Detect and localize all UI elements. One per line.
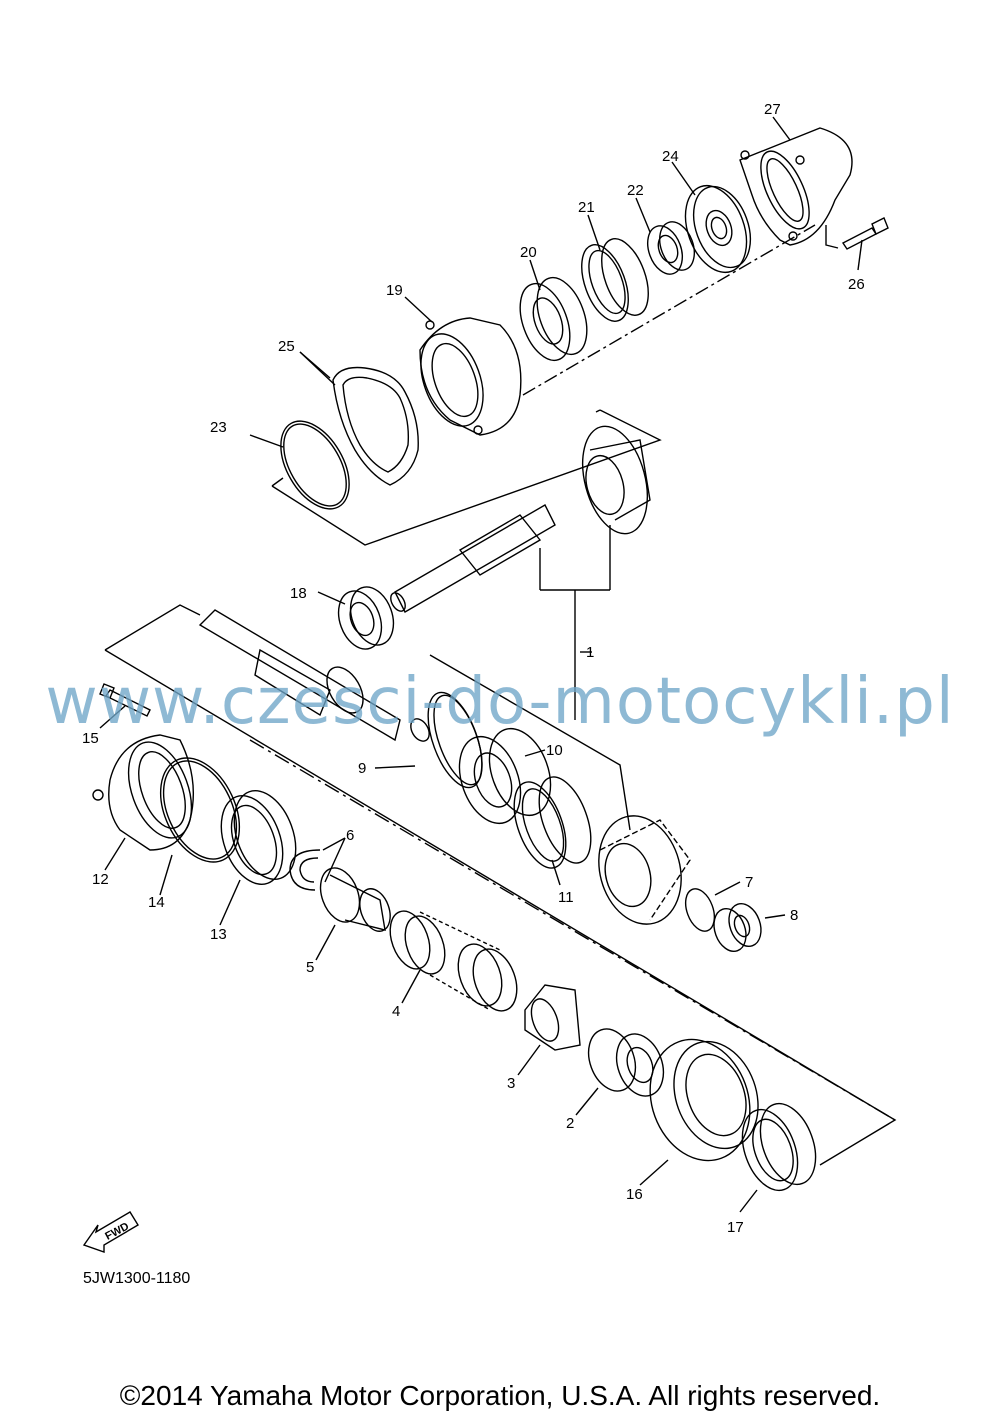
part-5-collar [319,867,391,932]
upper-group-outline [271,409,662,546]
callout-17: 17 [727,1219,744,1236]
part-8-nut [713,902,762,953]
part-22-nut [647,221,695,275]
part-15-bolt [99,683,151,717]
callout-1: 1 [586,644,594,661]
callout-16: 16 [626,1186,643,1203]
callout-22: 22 [627,182,644,199]
callout-8: 8 [790,907,798,924]
watermark-text: www.czesci-do-motocykli.pl [45,665,955,739]
callout-4: 4 [392,1003,400,1020]
callout-19: 19 [386,282,403,299]
callout-27: 27 [764,101,781,118]
callout-13: 13 [210,926,227,943]
diagram-code: 5JW1300-1180 [83,1270,191,1287]
part-2-gear-hub [587,1028,665,1097]
part-14-o-ring [159,757,241,863]
part-6-circlip [289,849,321,891]
callout-24: 24 [662,148,679,165]
callout-2: 2 [566,1115,574,1132]
part-24-seal [684,184,752,274]
part-7-washer [684,888,716,932]
part-12-housing [92,734,194,851]
callout-6: 6 [346,827,354,844]
copyright-notice: ©2014 Yamaha Motor Corporation, U.S.A. A… [119,1380,881,1411]
callout-14: 14 [148,894,165,911]
callout-20: 20 [520,244,537,261]
part-25-gasket [332,366,419,486]
callout-5: 5 [306,959,314,976]
callout-21: 21 [578,199,595,216]
callout-23: 23 [210,419,227,436]
part-13-seal [220,790,297,885]
part-17-seal [741,1102,817,1192]
callout-15: 15 [82,730,99,747]
part-23-o-ring [280,420,350,510]
lower-bevel-gear [598,815,691,925]
callout-3: 3 [507,1075,515,1092]
callout-labels: 1 2 3 4 5 6 7 8 9 10 11 12 13 14 15 16 1… [82,101,865,1236]
callout-25: 25 [278,338,295,355]
part-4-spring [389,910,518,1012]
callout-26: 26 [848,276,865,293]
part-27-housing [739,127,853,246]
callout-7: 7 [745,874,753,891]
callout-9: 9 [358,760,366,777]
part-26-bolt [841,217,889,250]
callout-18: 18 [290,585,307,602]
part-10-bearing [458,727,552,825]
part-19-housing [419,317,522,436]
part-18-bearing [337,586,395,650]
fwd-label: FWD [103,1220,131,1242]
part-16-ring-gear [649,1038,759,1162]
part-11-bearing-race [513,776,592,869]
part-9-o-ring [427,691,483,789]
part-20-bearing [519,276,588,362]
lower-shaft [198,609,430,742]
part-1-shaft-assembly [390,425,651,720]
callout-10: 10 [546,742,563,759]
fwd-arrow-icon: FWD [82,1211,139,1253]
callout-12: 12 [92,871,109,888]
callout-11: 11 [558,889,574,906]
part-3-dog-clutch [524,984,581,1051]
part-21-bearing-race [581,238,649,322]
